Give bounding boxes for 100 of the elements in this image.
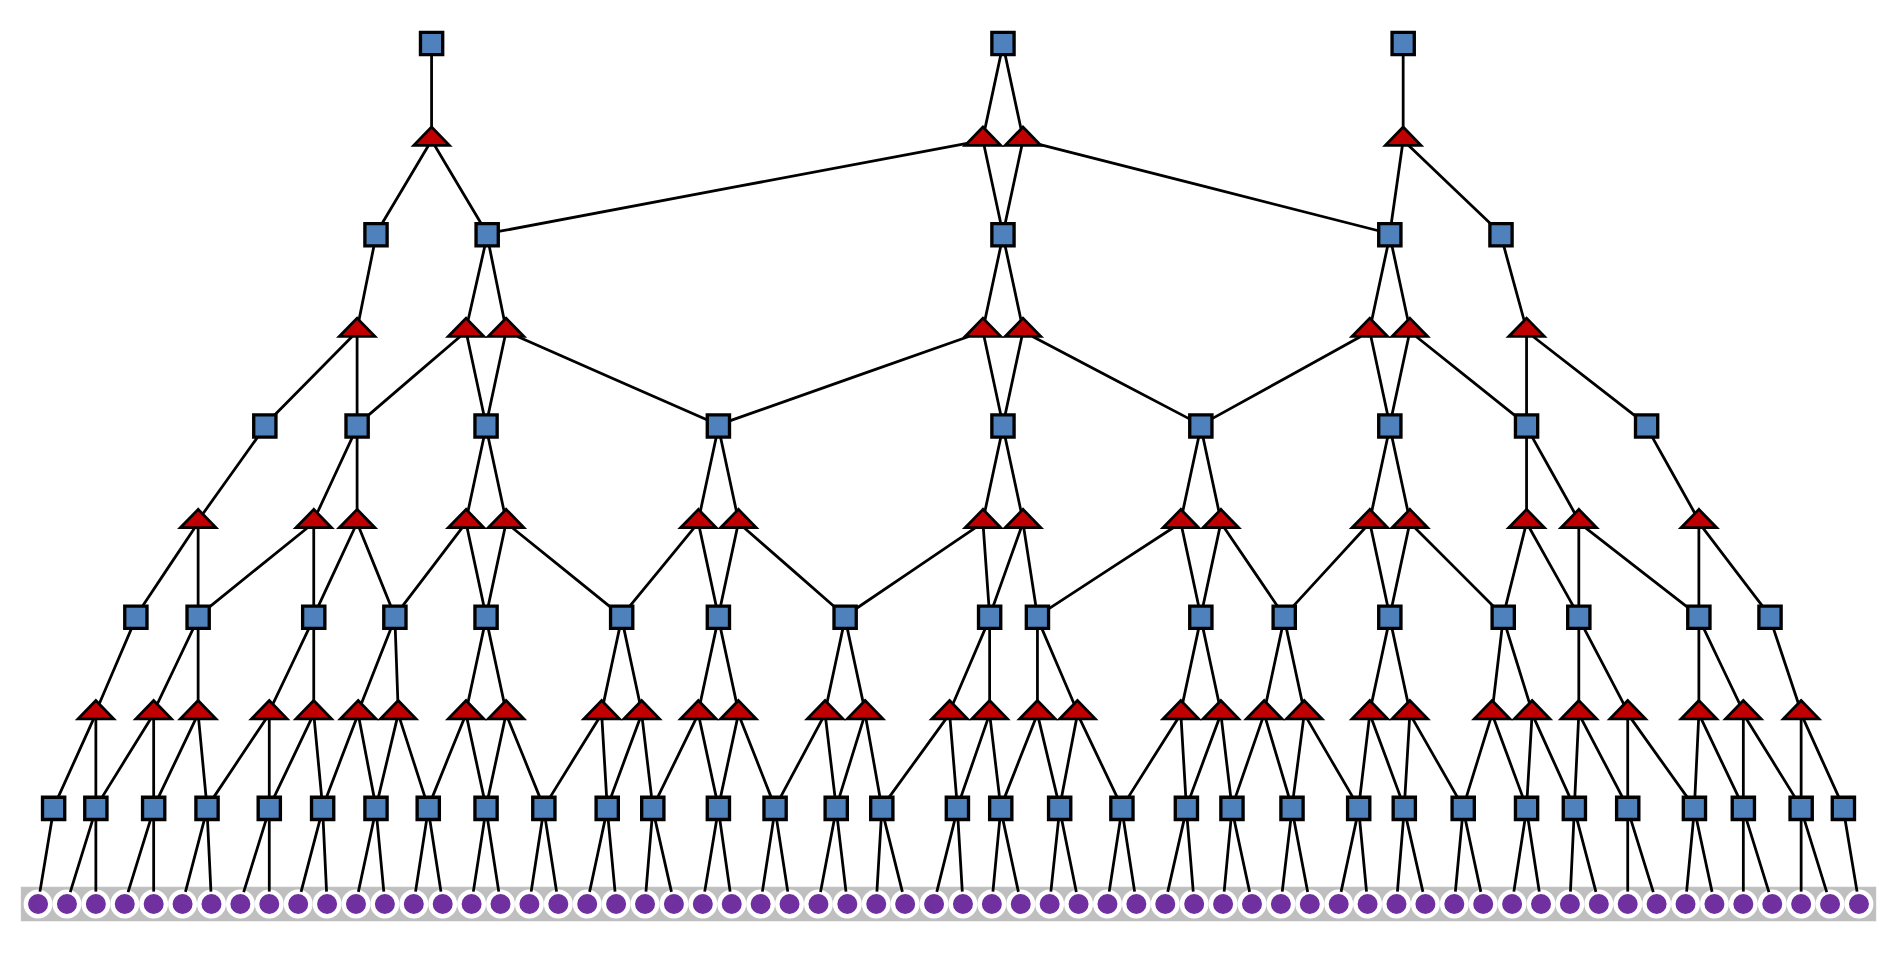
node-circle (1815, 889, 1845, 918)
node-triangle (1159, 698, 1202, 720)
node-triangle (620, 698, 663, 720)
connector (838, 718, 865, 798)
connector (1697, 527, 1701, 606)
connector (401, 526, 464, 607)
node-circle (1642, 889, 1672, 918)
node-box (1377, 221, 1403, 248)
connector (1022, 527, 1038, 606)
connector (1626, 819, 1630, 892)
node-triangle (1056, 698, 1099, 720)
connector (196, 527, 200, 606)
node-triangle (677, 698, 720, 720)
node-triangle (1382, 124, 1425, 147)
node-circle (659, 889, 689, 918)
connector (1037, 718, 1059, 797)
connector (1415, 334, 1517, 417)
connector (1181, 436, 1200, 511)
connector (698, 718, 718, 797)
node-circle (312, 889, 342, 918)
connector (1003, 717, 1037, 798)
connector (1060, 819, 1078, 892)
connector (1741, 718, 1745, 797)
connector (299, 819, 322, 892)
connector (981, 527, 991, 606)
node-circle (1584, 889, 1614, 918)
connector (959, 717, 990, 798)
connector (1525, 718, 1534, 797)
connector (982, 335, 1003, 415)
connector (511, 526, 612, 608)
node-circle (197, 889, 226, 918)
connector (1389, 144, 1404, 224)
connector (1700, 717, 1740, 798)
connector (1502, 245, 1526, 321)
node-circle (283, 889, 313, 918)
connector (1390, 627, 1410, 702)
connector (1040, 627, 1076, 704)
connector (1166, 819, 1186, 892)
node-triangle (1780, 698, 1823, 720)
connector (1390, 436, 1410, 511)
node-box (256, 795, 283, 821)
connector (487, 245, 506, 320)
connector (465, 526, 486, 606)
connector (1492, 717, 1525, 798)
connector (516, 334, 708, 421)
node-triangle (74, 698, 117, 720)
node-box (140, 795, 167, 821)
connector (1305, 717, 1354, 798)
connector (1223, 526, 1279, 607)
connector (486, 436, 506, 511)
connector (983, 436, 1003, 511)
connector (1525, 436, 1528, 509)
connector (1003, 436, 1023, 511)
node-box (1271, 603, 1297, 630)
connector (1211, 334, 1362, 420)
node-triangle (377, 698, 420, 720)
connector (1291, 718, 1305, 797)
node-triangle (177, 506, 220, 529)
connector (157, 717, 197, 798)
node-triangle (1199, 506, 1242, 529)
node-box (474, 221, 500, 248)
node-box (762, 795, 788, 821)
connector (983, 54, 1003, 129)
node-triangle (1159, 506, 1202, 529)
connector (486, 718, 507, 797)
node-box (123, 603, 149, 630)
node-box (252, 412, 278, 439)
connector (1234, 717, 1264, 798)
node-box (705, 412, 732, 439)
connector (1264, 718, 1291, 798)
connector (267, 819, 271, 892)
connector (486, 819, 501, 892)
connector (466, 436, 486, 511)
node-circle (1728, 889, 1758, 918)
node-triangle (444, 315, 488, 338)
connector (1220, 718, 1233, 797)
connector (1532, 334, 1637, 417)
connector (606, 819, 617, 892)
connector (600, 718, 608, 797)
node-triangle (337, 698, 380, 720)
connector (1533, 717, 1572, 798)
node-box (990, 412, 1016, 439)
connector (465, 335, 486, 415)
connector (1232, 819, 1251, 892)
node-triangle (844, 698, 887, 720)
node-triangle (677, 506, 720, 529)
connector (602, 627, 621, 702)
connector (38, 819, 54, 892)
node-circle (688, 889, 718, 918)
node-triangle (1505, 315, 1548, 338)
connector (1003, 245, 1023, 320)
connector (991, 819, 1002, 892)
node-triangle (336, 315, 379, 338)
node-circle (1671, 889, 1700, 918)
node-triangle (1557, 506, 1600, 529)
node-box (990, 221, 1016, 248)
connector (377, 718, 399, 797)
connector (1454, 819, 1464, 892)
node-circle (1439, 889, 1469, 918)
node-triangle (410, 124, 453, 147)
